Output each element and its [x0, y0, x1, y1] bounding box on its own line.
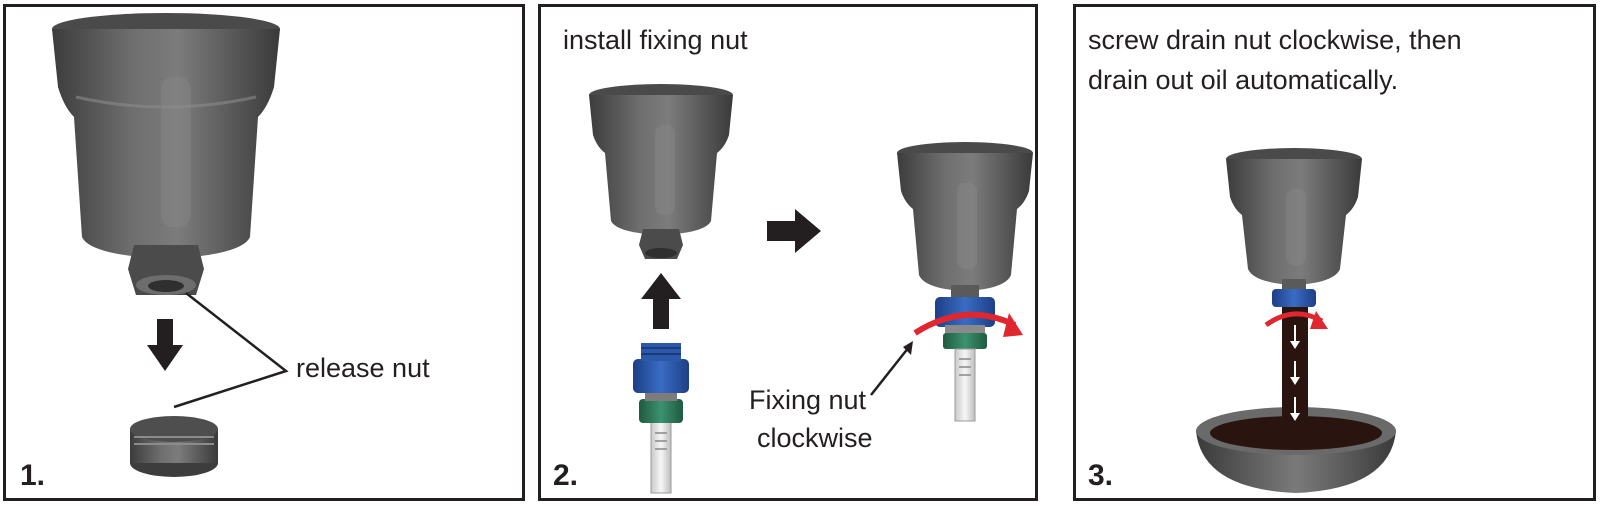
up-arrow-icon	[641, 273, 681, 329]
step-number: 1.	[20, 459, 46, 492]
step-2-panel: install fixing nut Fixing nut clockwise …	[538, 4, 1038, 501]
callout-lines	[173, 292, 289, 409]
filter-cup-small	[589, 84, 733, 259]
step-3-title-line2: drain out oil automatically.	[1088, 65, 1399, 95]
drain-assembly	[633, 343, 689, 494]
pointer-arrow-icon	[870, 341, 913, 396]
oil-flow-arrow-icon	[1290, 325, 1300, 421]
down-arrow-icon	[147, 319, 183, 371]
filter-cup	[52, 13, 280, 295]
fixing-nut-label-line1: Fixing nut	[749, 385, 867, 415]
step-3-title-line1: screw drain nut clockwise, then	[1088, 25, 1462, 55]
rotate-clockwise-icon	[913, 311, 1023, 337]
right-arrow-icon	[767, 209, 821, 253]
step-number: 2.	[553, 459, 579, 492]
step-2-illustration	[589, 84, 1033, 494]
step-3-illustration	[1196, 148, 1396, 493]
assembled-filter	[897, 142, 1033, 422]
filter-cup-small	[1226, 148, 1362, 307]
step-3-panel: screw drain nut clockwise, then drain ou…	[1073, 4, 1596, 501]
rotate-clockwise-icon	[1264, 311, 1328, 329]
step-1-panel: release nut 1.	[3, 4, 525, 501]
released-nut	[130, 416, 218, 477]
release-nut-label: release nut	[296, 353, 430, 383]
fixing-nut-label-line2: clockwise	[757, 423, 873, 453]
step-2-title: install fixing nut	[563, 25, 748, 55]
step-1-illustration	[52, 13, 289, 477]
step-number: 3.	[1088, 459, 1114, 492]
